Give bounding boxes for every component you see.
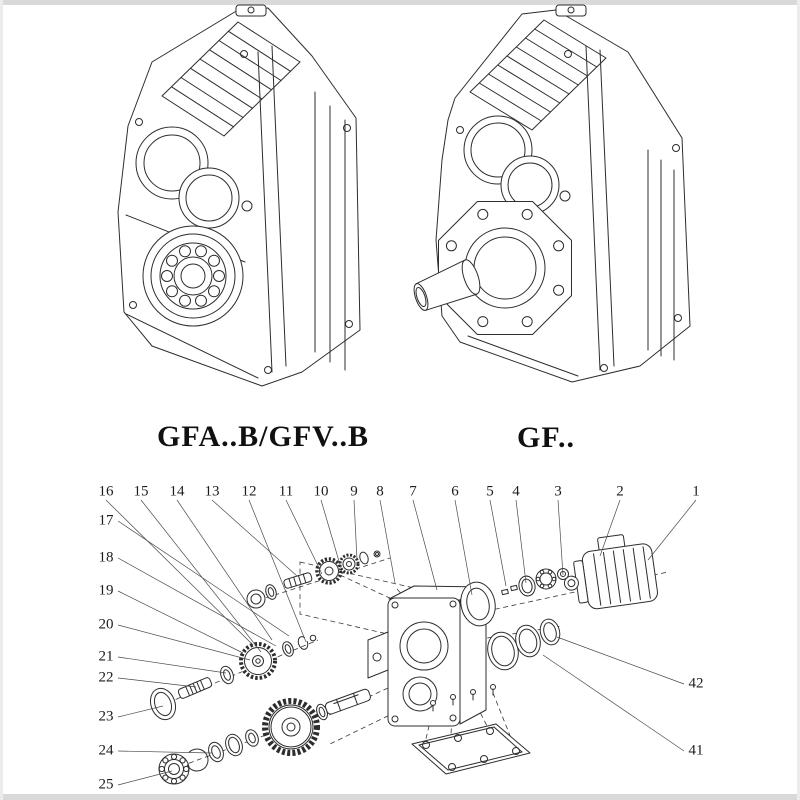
part-callout-9: 9	[350, 483, 358, 500]
ball-bearing	[158, 753, 190, 785]
exploded-motor	[563, 534, 658, 610]
part-callout-42: 42	[688, 675, 704, 692]
part-callout-15: 15	[133, 483, 149, 500]
exploded-housing	[367, 585, 487, 727]
upper-gear-train	[246, 550, 381, 609]
part-callout-2: 2	[616, 483, 624, 500]
part-callout-8: 8	[376, 483, 384, 500]
part-callout-14: 14	[169, 483, 185, 500]
part-callout-16: 16	[98, 483, 114, 500]
bottom-left-chain	[158, 688, 371, 785]
part-callout-23: 23	[98, 708, 114, 725]
gearbox-right-drawing	[413, 4, 691, 383]
output-shaft	[413, 259, 481, 311]
mid-left-chain	[149, 634, 317, 721]
gearbox-left-drawing	[117, 4, 361, 387]
part-callout-19: 19	[98, 582, 114, 599]
exploded-view-drawing	[105, 499, 697, 786]
part-callout-11: 11	[278, 483, 294, 500]
page-edge-left	[0, 0, 3, 800]
oil-plug-left	[247, 6, 255, 14]
model-label-left: GFA..B/GFV..B	[157, 420, 369, 453]
part-callout-25: 25	[98, 776, 114, 793]
part-callout-3: 3	[554, 483, 562, 500]
part-callout-10: 10	[313, 483, 329, 500]
cover-plate	[411, 684, 531, 775]
part-callout-5: 5	[486, 483, 494, 500]
leader-lines	[105, 499, 697, 786]
output-bearing-left	[142, 225, 244, 327]
part-callout-1: 1	[692, 483, 700, 500]
part-callout-13: 13	[204, 483, 220, 500]
part-callout-6: 6	[451, 483, 459, 500]
model-label-right: GF..	[517, 421, 575, 454]
page-edge-top	[0, 0, 800, 5]
seal-rings	[487, 618, 561, 671]
small-bearing	[535, 568, 557, 590]
part-callout-7: 7	[409, 483, 417, 500]
part-callout-20: 20	[98, 616, 114, 633]
part-callout-4: 4	[512, 483, 520, 500]
part-callout-18: 18	[98, 549, 114, 566]
main-gear	[262, 698, 320, 756]
page-edge-bottom	[0, 794, 800, 800]
part-callout-21: 21	[98, 648, 114, 665]
part-callout-24: 24	[98, 742, 114, 759]
part-callout-22: 22	[98, 669, 114, 686]
page-edge-right	[797, 0, 800, 800]
output-flange	[438, 201, 572, 335]
snap-ring	[185, 748, 209, 772]
oil-plug-right	[567, 6, 575, 14]
bore-lower-left	[178, 167, 240, 229]
part-callout-17: 17	[98, 512, 114, 529]
part-callout-12: 12	[241, 483, 257, 500]
motor-axis-parts	[460, 568, 569, 627]
part-callout-41: 41	[688, 742, 704, 759]
gasket-ring	[460, 581, 496, 627]
output-shaft-exploded	[324, 688, 371, 715]
